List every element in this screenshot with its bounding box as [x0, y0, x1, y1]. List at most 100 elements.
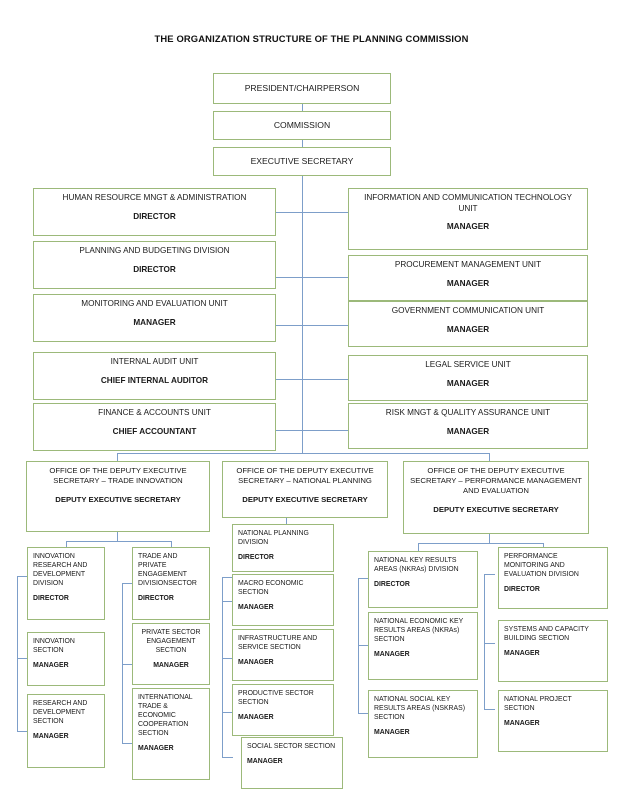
node-macro-economic-section[interactable]: MACRO ECONOMIC SECTION MANAGER — [232, 574, 334, 626]
connector-dep2-stem — [286, 518, 287, 525]
node-title: OFFICE OF THE DEPUTY EXECUTIVE SECRETARY… — [410, 466, 582, 496]
node-role: MANAGER — [446, 378, 490, 388]
node-national-key-results-areas-division[interactable]: NATIONAL KEY RESULTS AREAS (NKRAs) DIVIS… — [368, 551, 478, 608]
node-infrastructure-and-service-section[interactable]: INFRASTRUCTURE AND SERVICE SECTION MANAG… — [232, 629, 334, 681]
node-private-sector-engagement-section[interactable]: PRIVATE SECTOR ENGAGEMENT SECTION MANAGE… — [132, 623, 210, 685]
node-role: MANAGER — [446, 426, 490, 436]
node-national-project-section[interactable]: NATIONAL PROJECT SECTION MANAGER — [498, 690, 608, 752]
connector-left-unit-1 — [276, 212, 303, 213]
node-role: DIRECTOR — [138, 595, 174, 603]
node-title: INTERNATIONAL TRADE & ECONOMIC COOPERATI… — [138, 694, 193, 738]
connector-col-c-2 — [222, 601, 233, 602]
connector-right-unit-2 — [302, 277, 348, 278]
node-role: MANAGER — [374, 651, 410, 659]
node-human-resource-mngt-administration[interactable]: HUMAN RESOURCE MNGT & ADMINISTRATION DIR… — [33, 188, 276, 236]
connector-col-a-3 — [17, 731, 28, 732]
node-legal-service-unit[interactable]: LEGAL SERVICE UNIT MANAGER — [348, 355, 588, 401]
connector-deputies-bar — [117, 453, 489, 454]
node-role: DIRECTOR — [238, 554, 274, 562]
node-monitoring-and-evaluation-unit[interactable]: MONITORING AND EVALUATION UNIT MANAGER — [33, 294, 276, 342]
node-role: CHIEF INTERNAL AUDITOR — [100, 375, 209, 385]
node-title: COMMISSION — [273, 119, 331, 130]
node-research-and-development-section[interactable]: RESEARCH AND DEVELOPMENT SECTION MANAGER — [27, 694, 105, 768]
node-title: PROCUREMENT MANAGEMENT UNIT — [394, 260, 542, 269]
node-title: PRIVATE SECTOR ENGAGEMENT SECTION — [141, 629, 201, 655]
node-title: EXECUTIVE SECRETARY — [250, 155, 354, 166]
connector-col-d-3 — [358, 713, 369, 714]
node-role: DIRECTOR — [33, 595, 69, 603]
node-trade-private-engagement-division[interactable]: TRADE AND PRIVATE ENGAGEMENT DIVISIONSEC… — [132, 547, 210, 620]
connector-col-e-2 — [484, 643, 495, 644]
node-role: MANAGER — [446, 278, 490, 288]
node-title: OFFICE OF THE DEPUTY EXECUTIVE SECRETARY… — [236, 466, 374, 486]
node-productive-sector-section[interactable]: PRODUCTIVE SECTOR SECTION MANAGER — [232, 684, 334, 736]
connector-col-b-3 — [122, 743, 133, 744]
connector-right-unit-3 — [302, 325, 348, 326]
node-role: MANAGER — [138, 745, 174, 753]
node-systems-capacity-building-section[interactable]: SYSTEMS AND CAPACITY BUILDING SECTION MA… — [498, 620, 608, 682]
node-innovation-section[interactable]: INNOVATION SECTION MANAGER — [27, 632, 105, 686]
connector-col-d-2 — [358, 645, 369, 646]
connector-col-d-1 — [358, 578, 369, 579]
node-role: MANAGER — [446, 324, 490, 334]
node-national-economic-key-results-areas-section[interactable]: NATIONAL ECONOMIC KEY RESULTS AREAS (NKR… — [368, 612, 478, 680]
node-role: MANAGER — [238, 604, 274, 612]
node-planning-and-budgeting-division[interactable]: PLANNING AND BUDGETING DIVISION DIRECTOR — [33, 241, 276, 289]
node-title: NATIONAL PROJECT SECTION — [504, 696, 572, 713]
node-title: PRODUCTIVE SECTOR SECTION — [238, 690, 314, 707]
node-role: MANAGER — [504, 720, 540, 728]
node-social-sector-section[interactable]: SOCIAL SECTOR SECTION MANAGER — [241, 737, 343, 789]
node-internal-audit-unit[interactable]: INTERNAL AUDIT UNIT CHIEF INTERNAL AUDIT… — [33, 352, 276, 400]
node-role: MANAGER — [238, 659, 274, 667]
node-risk-mngt-quality-assurance-unit[interactable]: RISK MNGT & QUALITY ASSURANCE UNIT MANAG… — [348, 403, 588, 449]
node-national-planning-division[interactable]: NATIONAL PLANNING DIVISION DIRECTOR — [232, 524, 334, 572]
connector-col-b-1 — [122, 583, 133, 584]
node-international-trade-economic-cooperation-section[interactable]: INTERNATIONAL TRADE & ECONOMIC COOPERATI… — [132, 688, 210, 780]
node-performance-monitoring-evaluation-division[interactable]: PERFORMANCE MONITORING AND EVALUATION DI… — [498, 547, 608, 609]
node-executive-secretary[interactable]: EXECUTIVE SECRETARY — [213, 147, 391, 176]
node-commission[interactable]: COMMISSION — [213, 111, 391, 140]
node-president-chairperson[interactable]: PRESIDENT/CHAIRPERSON — [213, 73, 391, 104]
node-title: MONITORING AND EVALUATION UNIT — [81, 299, 228, 308]
node-role: MANAGER — [153, 662, 189, 670]
node-title: SOCIAL SECTOR SECTION — [247, 743, 336, 750]
connector-col-c-5 — [222, 757, 233, 758]
node-deputy-executive-secretary-national-planning[interactable]: OFFICE OF THE DEPUTY EXECUTIVE SECRETARY… — [222, 461, 388, 518]
connector-col-e-3 — [484, 709, 495, 710]
node-title: NATIONAL PLANNING DIVISION — [238, 530, 309, 547]
connector-dep1-drop-b — [171, 541, 172, 548]
connector-col-c-bracket — [222, 577, 223, 757]
node-role: DIRECTOR — [374, 581, 410, 589]
connector-dep3-stem — [489, 534, 490, 544]
node-title: SYSTEMS AND CAPACITY BUILDING SECTION — [504, 626, 589, 643]
node-role: DEPUTY EXECUTIVE SECRETARY — [433, 504, 559, 514]
connector-dep1-bar — [66, 541, 171, 542]
node-role: DEPUTY EXECUTIVE SECRETARY — [242, 494, 368, 504]
node-title: NATIONAL SOCIAL KEY RESULTS AREAS (NSKRA… — [374, 696, 466, 722]
node-title: INNOVATION SECTION — [33, 638, 75, 655]
node-title: OFFICE OF THE DEPUTY EXECUTIVE SECRETARY… — [49, 466, 187, 486]
node-finance-accounts-unit[interactable]: FINANCE & ACCOUNTS UNIT CHIEF ACCOUNTANT — [33, 403, 276, 451]
connector-deputy-drop-3 — [489, 453, 490, 461]
connector-col-c-1 — [222, 577, 233, 578]
node-deputy-executive-secretary-performance-management-evaluation[interactable]: OFFICE OF THE DEPUTY EXECUTIVE SECRETARY… — [403, 461, 589, 534]
node-role: MANAGER — [33, 662, 69, 670]
connector-left-unit-3 — [276, 325, 303, 326]
node-innovation-research-development-division[interactable]: INNOVATION RESEARCH AND DEVELOPMENT DIVI… — [27, 547, 105, 620]
node-government-communication-unit[interactable]: GOVERNMENT COMMUNICATION UNIT MANAGER — [348, 301, 588, 347]
node-title: TRADE AND PRIVATE ENGAGEMENT DIVISIONSEC… — [138, 553, 197, 588]
node-information-communication-technology-unit[interactable]: INFORMATION AND COMMUNICATION TECHNOLOGY… — [348, 188, 588, 250]
node-procurement-management-unit[interactable]: PROCUREMENT MANAGEMENT UNIT MANAGER — [348, 255, 588, 301]
connector-left-unit-5 — [276, 430, 303, 431]
node-role: MANAGER — [133, 317, 176, 327]
page-title: THE ORGANIZATION STRUCTURE OF THE PLANNI… — [154, 33, 469, 44]
connector-col-e-1 — [484, 574, 495, 575]
connector-col-b-2 — [122, 664, 133, 665]
node-title: INTERNAL AUDIT UNIT — [110, 357, 199, 366]
node-role: MANAGER — [238, 714, 274, 722]
node-title: INFRASTRUCTURE AND SERVICE SECTION — [238, 635, 318, 652]
connector-col-a-bracket — [17, 576, 18, 731]
connector-col-a-1 — [17, 576, 28, 577]
node-deputy-executive-secretary-trade-innovation[interactable]: OFFICE OF THE DEPUTY EXECUTIVE SECRETARY… — [26, 461, 210, 532]
node-national-social-key-results-areas-section[interactable]: NATIONAL SOCIAL KEY RESULTS AREAS (NSKRA… — [368, 690, 478, 758]
